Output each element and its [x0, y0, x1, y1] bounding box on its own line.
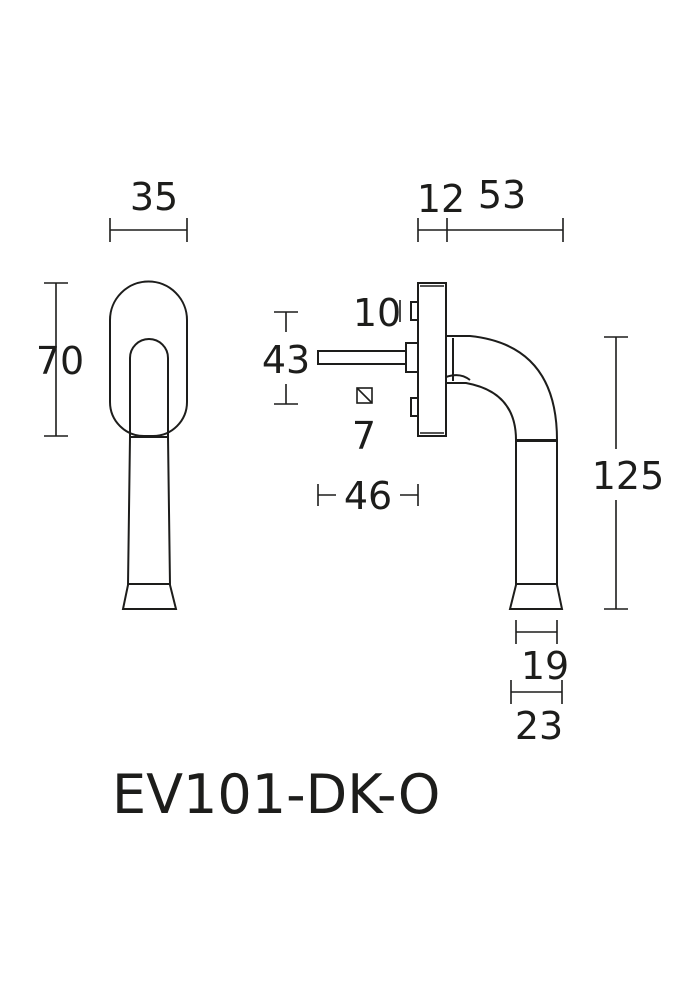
total-height-label: 125 [592, 454, 665, 498]
spindle-collar [405, 342, 419, 373]
front-view: 35 70 [36, 175, 188, 610]
spindle-height-label: 43 [262, 338, 310, 382]
side-rose-plate [417, 282, 447, 437]
tip-width-outer-label: 23 [515, 704, 563, 748]
front-handle-arch [129, 338, 169, 436]
side-handle-outer [446, 335, 558, 441]
front-height-label: 70 [36, 339, 84, 383]
screw-lug-bottom [410, 397, 419, 417]
rose-depth-label: 12 [417, 177, 465, 221]
spindle [317, 350, 408, 365]
dimension-spindle-height: 43 [262, 311, 310, 405]
spindle-square-symbol: 7 [352, 387, 376, 458]
product-code: EV101-DK-O [112, 763, 440, 826]
dimension-spindle-length: 46 [317, 474, 419, 518]
spindle-square-label: 7 [352, 414, 376, 458]
dimension-tip-19: 19 [515, 620, 569, 688]
spindle-length-label: 46 [344, 474, 392, 518]
front-width-label: 35 [130, 175, 178, 219]
dimension-tip-23: 23 [510, 680, 563, 748]
screw-lug-top [410, 301, 419, 321]
plate-label: 10 [353, 291, 401, 335]
side-handle-inner [446, 382, 517, 441]
projection-label: 53 [478, 173, 526, 217]
side-view: 12 53 10 43 7 [262, 173, 664, 748]
dimension-total-height: 125 [592, 336, 665, 610]
dimension-projection: 12 53 [417, 173, 564, 242]
front-rose-outline [109, 280, 188, 437]
dimension-height-70: 70 [36, 282, 84, 437]
dimension-width-35: 35 [109, 175, 188, 242]
tip-width-inner-label: 19 [521, 644, 569, 688]
